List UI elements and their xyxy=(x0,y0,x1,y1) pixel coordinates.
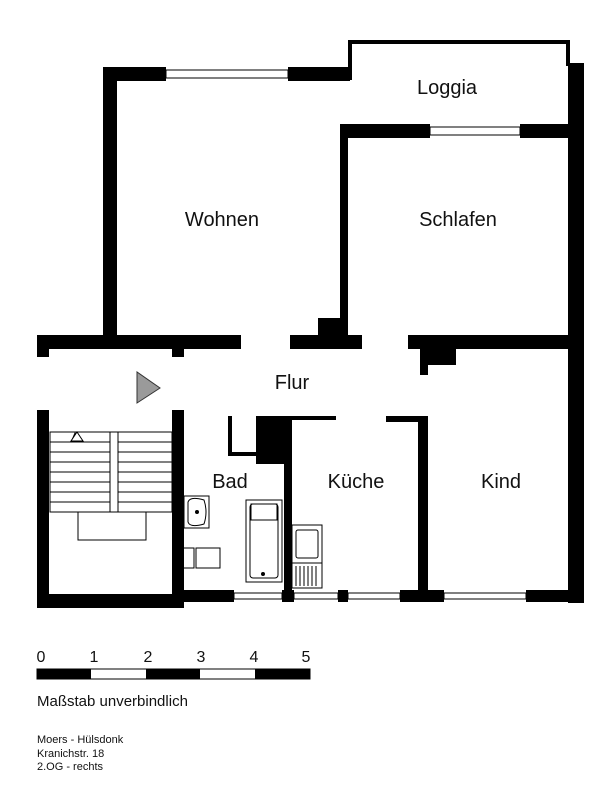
address-street: Kranichstr. 18 xyxy=(37,747,105,760)
room-label-bad: Bad xyxy=(212,471,248,493)
scale-bar: 0 1 2 3 4 5 xyxy=(36,649,311,680)
room-label-loggia: Loggia xyxy=(417,77,478,99)
address-city: Moers - Hülsdonk xyxy=(37,734,124,746)
scale-tick-2: 2 xyxy=(144,649,153,666)
scale-tick-4: 4 xyxy=(250,649,259,666)
address-block: Moers - Hülsdonk Kranichstr. 18 2.OG - r… xyxy=(37,734,123,775)
entrance-arrow-icon xyxy=(136,371,161,404)
walls xyxy=(37,40,584,608)
scale-tick-5: 5 xyxy=(302,649,311,666)
room-label-wohnen: Wohnen xyxy=(185,209,259,231)
stove-icon xyxy=(291,562,323,589)
scale-disclaimer: Maßstab unverbindlich xyxy=(37,693,188,710)
washbasin-icon xyxy=(183,495,210,529)
room-label-schlafen: Schlafen xyxy=(419,209,497,231)
fixtures xyxy=(181,495,323,589)
scale-tick-1: 1 xyxy=(90,649,99,666)
scale-tick-3: 3 xyxy=(197,649,206,666)
room-label-flur: Flur xyxy=(275,372,310,394)
address-floor: 2.OG - rechts xyxy=(37,761,104,773)
scale-tick-0: 0 xyxy=(37,649,46,666)
windows xyxy=(165,69,527,600)
stair-arrow-icon xyxy=(70,431,84,442)
staircase xyxy=(49,431,173,541)
toilet-icon xyxy=(181,547,195,569)
bathtub-icon xyxy=(245,499,283,583)
room-label-kueche: Küche xyxy=(328,471,385,493)
room-label-kind: Kind xyxy=(481,471,521,493)
